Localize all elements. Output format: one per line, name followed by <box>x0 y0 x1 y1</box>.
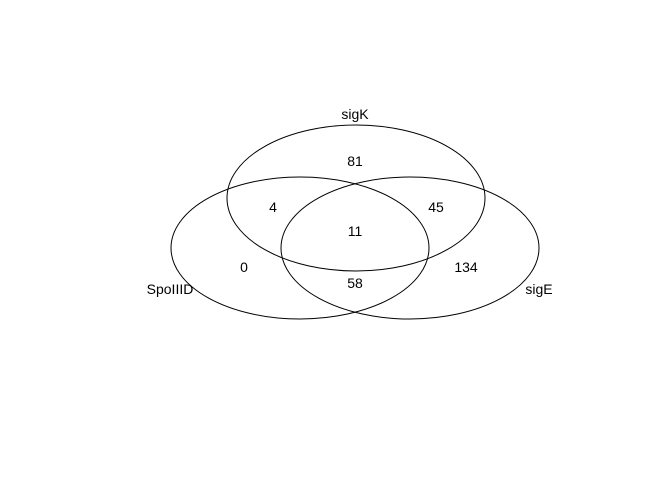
set-label-sigE: sigE <box>525 281 552 297</box>
region-count-sigK-sigE: 45 <box>428 199 444 215</box>
set-ellipse-sigK <box>226 124 486 272</box>
region-count-all-three: 11 <box>348 223 363 239</box>
region-count-sigE-only: 134 <box>454 259 478 275</box>
set-ellipse-SpoIIID <box>170 176 430 320</box>
region-count-SpoIIID-sigE: 58 <box>347 275 363 291</box>
region-count-sigK-SpoIIID: 4 <box>269 199 277 215</box>
region-count-sigK-only: 81 <box>347 153 363 169</box>
set-label-SpoIIID: SpoIIID <box>147 281 194 297</box>
set-label-sigK: sigK <box>341 106 369 122</box>
set-ellipse-sigE <box>280 176 540 320</box>
region-count-SpoIIID-only: 0 <box>240 259 248 275</box>
